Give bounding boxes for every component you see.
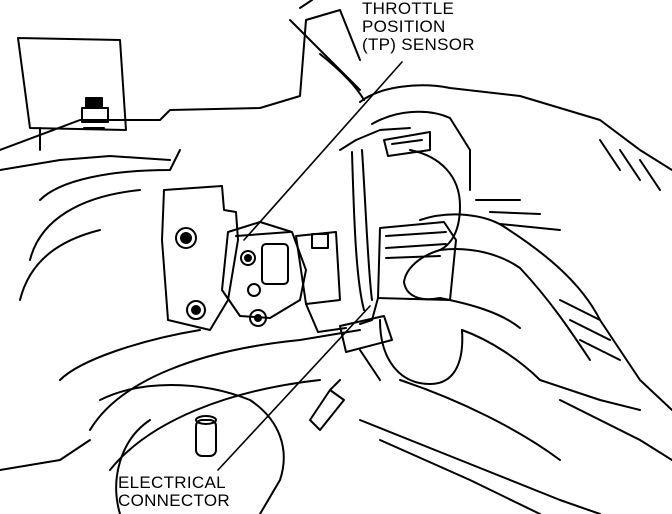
electrical-connector: [339, 221, 457, 381]
technician-hand: [359, 84, 672, 411]
leader-lines: [217, 61, 403, 471]
upper-bolt: [81, 97, 109, 129]
ec-label-line2: CONNECTOR: [118, 491, 230, 510]
connector-leader-line: [217, 305, 371, 471]
tp-label-line1: THROTTLE: [362, 0, 455, 18]
wiring-harness: [339, 127, 431, 311]
tp-connector-housing: [295, 231, 347, 333]
tp-sensor-label: THROTTLE POSITION (TP) SENSOR: [362, 0, 475, 54]
electrical-connector-label: ELECTRICAL CONNECTOR: [118, 474, 230, 510]
lower-assembly: [0, 379, 672, 514]
throttle-bracket: [161, 185, 239, 331]
throttle-body-shroud: [19, 149, 361, 471]
ec-label-line1: ELECTRICAL: [118, 473, 226, 492]
engine-housing: [0, 0, 365, 171]
tp-label-line3: (TP) SENSOR: [362, 35, 475, 54]
tp-label-line2: POSITION: [362, 17, 446, 36]
tp-sensor: [221, 221, 307, 327]
tp-leader-line: [243, 61, 403, 241]
